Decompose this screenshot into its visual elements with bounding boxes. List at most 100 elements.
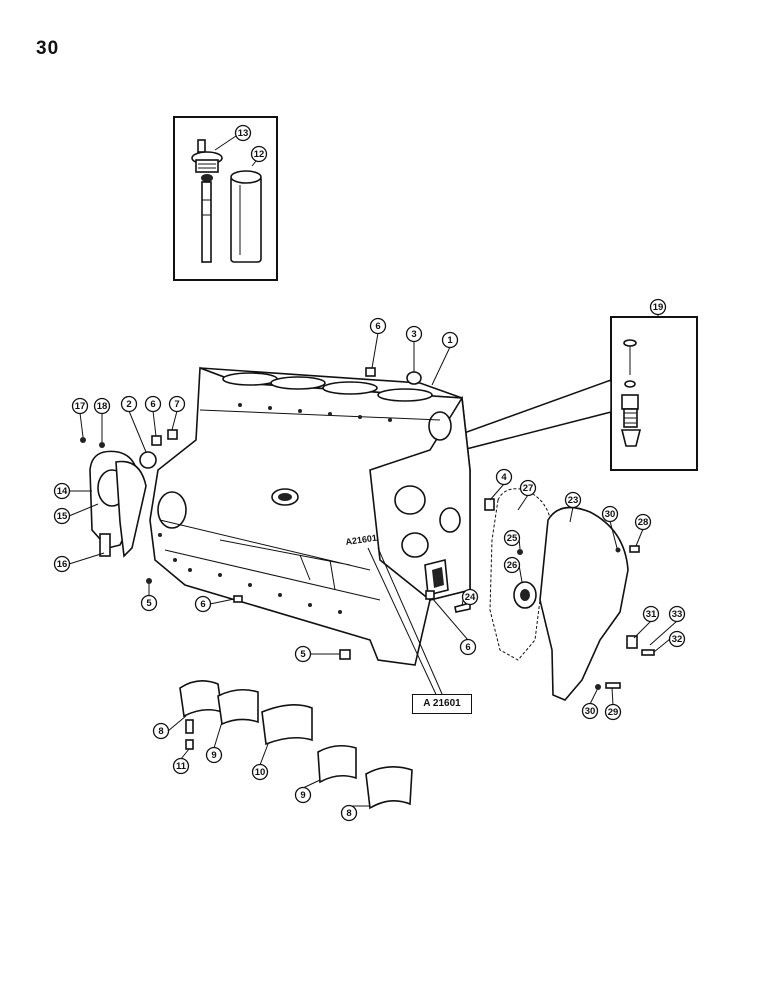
callout-circle xyxy=(503,529,521,547)
callout-circle xyxy=(144,395,162,413)
callout-circle xyxy=(604,703,622,721)
callout-c2: 2 xyxy=(120,395,138,413)
callout-number: 30 xyxy=(585,706,596,717)
callout-circle xyxy=(120,395,138,413)
callout-number: 4 xyxy=(501,472,507,483)
callout-circle xyxy=(405,325,423,343)
callout-number: 8 xyxy=(158,726,163,737)
callout-circle xyxy=(441,331,459,349)
callout-circle xyxy=(564,491,582,509)
callout-c1: 1 xyxy=(441,331,459,349)
callout-number: 25 xyxy=(507,533,518,544)
callout-number: 6 xyxy=(150,399,155,410)
callout-c15: 15 xyxy=(53,507,71,525)
plug-parts xyxy=(139,367,495,660)
callout-circle xyxy=(172,757,190,775)
plug-inset-frame xyxy=(610,316,698,471)
callout-circle xyxy=(503,556,521,574)
callout-c16: 16 xyxy=(53,555,71,573)
callout-circle xyxy=(369,317,387,335)
callout-c11: 11 xyxy=(172,757,190,775)
callout-c6b: 6 xyxy=(144,395,162,413)
main-bearing-caps xyxy=(179,680,413,810)
callout-number: 19 xyxy=(653,302,664,313)
callout-circle xyxy=(495,468,513,486)
dipstick-inset-frame xyxy=(173,116,278,281)
callout-circle xyxy=(140,594,158,612)
callout-c30a: 30 xyxy=(601,505,619,523)
callout-c31: 31 xyxy=(642,605,660,623)
callout-circle xyxy=(634,513,652,531)
callout-c8b: 8 xyxy=(340,804,358,822)
callout-number: 6 xyxy=(465,642,470,653)
callout-number: 11 xyxy=(176,761,187,772)
callout-c12: 12 xyxy=(250,145,268,163)
callout-number: 29 xyxy=(608,707,619,718)
callout-c25: 25 xyxy=(503,529,521,547)
callout-c8a: 8 xyxy=(152,722,170,740)
callout-number: 32 xyxy=(672,634,683,645)
callout-circle xyxy=(340,804,358,822)
callout-circle xyxy=(194,595,212,613)
callout-c17: 17 xyxy=(71,397,89,415)
callout-circle xyxy=(234,124,252,142)
callout-circle xyxy=(294,645,312,663)
callout-circle xyxy=(53,555,71,573)
page-number: 30 xyxy=(36,38,60,59)
callout-circle xyxy=(581,702,599,720)
callout-c3: 3 xyxy=(405,325,423,343)
callout-c6a: 6 xyxy=(369,317,387,335)
callout-number: 23 xyxy=(568,495,579,506)
drain-plug-detail xyxy=(620,339,642,447)
callout-number: 9 xyxy=(211,750,216,761)
callout-c4: 4 xyxy=(495,468,513,486)
callout-number: 15 xyxy=(57,511,68,522)
rear-seal-retainer xyxy=(80,437,147,558)
callout-circle xyxy=(519,479,537,497)
callout-c30b: 30 xyxy=(581,702,599,720)
cylinder-block: A21601 xyxy=(149,366,471,666)
callout-c18: 18 xyxy=(93,397,111,415)
callout-circle xyxy=(53,482,71,500)
callout-c27: 27 xyxy=(519,479,537,497)
callout-number: 17 xyxy=(75,401,86,412)
callout-c29: 29 xyxy=(604,703,622,721)
callout-circle xyxy=(601,505,619,523)
callout-c9a: 9 xyxy=(205,746,223,764)
callout-circle xyxy=(461,588,479,606)
casting-mark: A21601 xyxy=(345,533,378,547)
leader-lines xyxy=(68,332,678,807)
callout-circle xyxy=(668,630,686,648)
callout-c33: 33 xyxy=(668,605,686,623)
callout-c28: 28 xyxy=(634,513,652,531)
callout-number: 13 xyxy=(238,128,249,139)
callout-circle xyxy=(250,145,268,163)
callout-circle xyxy=(668,605,686,623)
timing-gear-cover xyxy=(454,506,655,701)
callout-number: 14 xyxy=(57,486,68,497)
callout-c6c: 6 xyxy=(194,595,212,613)
callout-circle xyxy=(152,722,170,740)
dipstick-tube-part xyxy=(230,160,262,263)
callout-number: 5 xyxy=(146,598,152,609)
callout-number: 24 xyxy=(465,592,476,603)
callout-circle xyxy=(649,298,667,316)
callout-c14: 14 xyxy=(53,482,71,500)
callout-c6d: 6 xyxy=(459,638,477,656)
callout-c7: 7 xyxy=(168,395,186,413)
callout-number: 26 xyxy=(507,560,518,571)
timing-gasket xyxy=(489,488,553,661)
callout-number: 33 xyxy=(672,609,683,620)
callout-circle xyxy=(93,397,111,415)
callout-c9b: 9 xyxy=(294,786,312,804)
callout-number: 5 xyxy=(300,649,306,660)
callout-number: 2 xyxy=(126,399,131,410)
callout-number: 18 xyxy=(97,401,108,412)
callout-circle xyxy=(459,638,477,656)
callout-number: 31 xyxy=(646,609,657,620)
callout-c26: 26 xyxy=(503,556,521,574)
callout-number: 28 xyxy=(638,517,649,528)
callout-circle xyxy=(642,605,660,623)
